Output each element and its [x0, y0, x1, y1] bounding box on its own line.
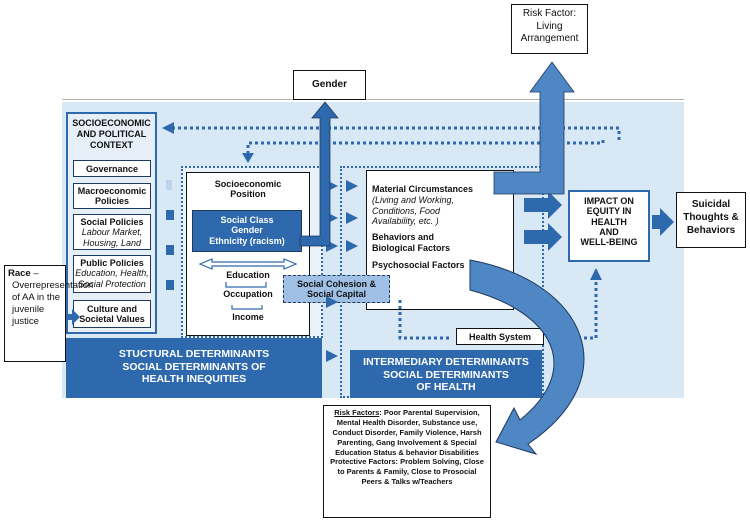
race-box: Race – Overrepresentation of AA in the j… [4, 265, 94, 362]
health-system-arrowhead [590, 268, 602, 280]
gender-box: Gender [293, 70, 366, 100]
socioeconomic-context-title: SOCIOECONOMIC AND POLITICAL CONTEXT [72, 118, 151, 150]
risk-factors-label: Risk Factors [334, 408, 380, 417]
education-label: Education [226, 270, 270, 280]
risk-factors-text: : Poor Parental Supervision, Mental Heal… [330, 408, 484, 487]
position-to-intermediary-arrows [326, 180, 358, 362]
public-policies-box: Public Policies Education, Health, Socia… [73, 255, 151, 293]
top-divider-line [62, 99, 684, 100]
occupation-label: Occupation [223, 289, 273, 299]
living-arrangement-arrow [493, 61, 575, 195]
feedback-arrowhead-down [242, 153, 254, 163]
gender-arrow [299, 101, 339, 247]
position-internal-arrows [198, 258, 298, 310]
race-dash: – [30, 268, 39, 279]
feedback-arrowhead-left [162, 122, 174, 134]
material-circumstances-item: Material Circumstances (Living and Worki… [372, 184, 474, 227]
social-class-gender-ethnicity-box: Social Class Gender Ethnicity (racism) [192, 210, 302, 252]
impact-to-suicidal-arrow [652, 208, 674, 236]
context-to-position-arrows [166, 180, 174, 290]
psychosocial-item: Psychosocial Factors [372, 260, 465, 270]
race-arrow [66, 309, 80, 325]
social-cohesion-box: Social Cohesion &Social Capital [283, 275, 390, 303]
race-text: Overrepresentation of AA in the juvenile… [12, 279, 94, 327]
feedback-dotted-lines [172, 126, 621, 340]
race-title: Race [8, 268, 31, 279]
income-label: Income [232, 312, 264, 322]
health-system-box: Health System [456, 328, 544, 345]
governance-box: Governance [73, 160, 151, 177]
social-policies-box: Social Policies Labour Market, Housing, … [73, 214, 151, 250]
risk-factors-curved-arrow [469, 259, 585, 455]
intermediary-to-impact-arrows [524, 191, 562, 251]
risk-factors-box: Risk Factors: Poor Parental Supervision,… [323, 405, 491, 518]
